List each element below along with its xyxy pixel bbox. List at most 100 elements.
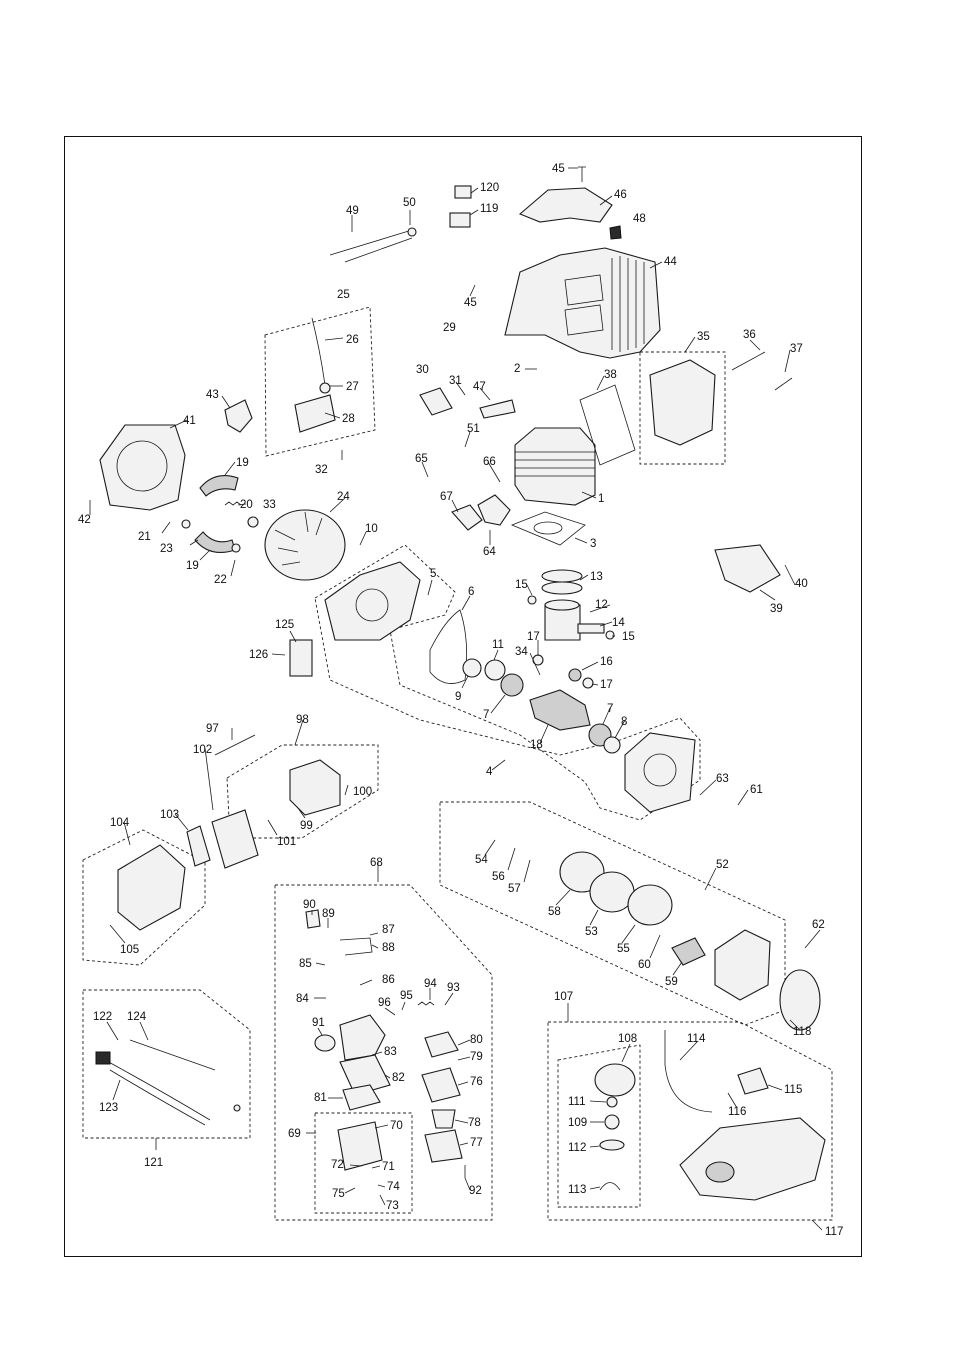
callout-40: 40 xyxy=(795,578,808,590)
callout-53: 53 xyxy=(585,926,598,938)
callout-82: 82 xyxy=(392,1072,405,1084)
callout-114: 114 xyxy=(687,1033,706,1045)
callout-22: 22 xyxy=(214,574,227,586)
callout-57: 57 xyxy=(508,883,521,895)
cover-77-part xyxy=(424,1129,463,1163)
callout-37: 37 xyxy=(790,343,803,355)
callout-7a: 7 xyxy=(483,709,489,721)
piston-top xyxy=(544,599,580,611)
callout-43: 43 xyxy=(206,389,219,401)
callout-124: 124 xyxy=(127,1011,147,1023)
handle-59-part xyxy=(671,937,706,966)
callout-3: 3 xyxy=(590,538,596,550)
gasket-118-part xyxy=(779,969,821,1031)
gasket-81-part xyxy=(342,1084,381,1111)
retainer-113-part xyxy=(599,1182,621,1191)
callout-89: 89 xyxy=(322,908,335,920)
callout-49: 49 xyxy=(346,205,359,217)
callout-23: 23 xyxy=(160,543,173,555)
callout-67: 67 xyxy=(440,491,453,503)
callout-15b: 15 xyxy=(622,631,635,643)
callout-60: 60 xyxy=(638,959,651,971)
switch-wire-part xyxy=(104,1059,211,1126)
pin-14-part xyxy=(577,623,605,634)
callout-97: 97 xyxy=(206,723,219,735)
part-shapes xyxy=(95,166,826,1201)
carburetor-body-part xyxy=(339,1014,386,1061)
gasket-3-part xyxy=(510,511,586,546)
diaphragm-82-part xyxy=(339,1054,391,1096)
callout-18: 18 xyxy=(530,739,543,751)
callout-33: 33 xyxy=(263,499,276,511)
label-119-part xyxy=(449,212,471,228)
callout-17a: 17 xyxy=(527,631,540,643)
callout-121: 121 xyxy=(144,1157,163,1169)
callout-109: 109 xyxy=(568,1117,587,1129)
muffler-part xyxy=(649,359,716,446)
callout-90: 90 xyxy=(303,899,316,911)
ring-13-bottom-part xyxy=(541,581,583,595)
bolt-97-part xyxy=(214,734,256,756)
air-cover-104-part xyxy=(117,844,186,931)
group-4-outline xyxy=(314,544,701,821)
callout-88: 88 xyxy=(382,942,395,954)
filter-115-part xyxy=(737,1067,769,1095)
callout-107: 107 xyxy=(554,991,573,1003)
fuel-hose-114-part xyxy=(664,1030,713,1113)
callout-96: 96 xyxy=(378,997,391,1009)
callout-116: 116 xyxy=(728,1106,746,1118)
callout-80: 80 xyxy=(470,1034,483,1046)
callout-113: 113 xyxy=(568,1184,586,1196)
callout-123: 123 xyxy=(99,1102,118,1114)
callout-119: 119 xyxy=(480,203,498,215)
group-108-outline xyxy=(557,1044,641,1208)
callout-45a: 45 xyxy=(552,163,565,175)
clutch-shoe-bottom-part xyxy=(194,531,236,553)
seal-91-part xyxy=(314,1034,336,1052)
circlip-15b-part xyxy=(605,630,615,640)
bolt-37-part xyxy=(774,377,793,391)
starter-case-part xyxy=(714,929,771,1001)
callout-105: 105 xyxy=(120,944,139,956)
callout-41: 41 xyxy=(183,415,196,427)
seal-8-part xyxy=(603,736,621,754)
callout-1: 1 xyxy=(598,493,604,505)
callout-7b: 7 xyxy=(607,703,613,715)
callout-115: 115 xyxy=(784,1084,802,1096)
washer-22-part xyxy=(231,543,241,553)
bolt-36-part xyxy=(731,351,766,371)
fuel-line-part xyxy=(311,317,326,386)
group-52-outline xyxy=(439,801,786,1026)
callout-95: 95 xyxy=(400,990,413,1002)
callout-17b: 17 xyxy=(600,679,613,691)
callout-64: 64 xyxy=(483,546,496,558)
ring-13-top-part xyxy=(541,569,583,583)
callout-103: 103 xyxy=(160,809,179,821)
callout-31: 31 xyxy=(449,375,462,387)
callout-39: 39 xyxy=(770,603,783,615)
callout-102: 102 xyxy=(193,744,212,756)
callout-108: 108 xyxy=(618,1033,637,1045)
gasket-6-part xyxy=(429,609,468,684)
callout-68: 68 xyxy=(370,857,383,869)
crankcase-left-bore xyxy=(355,588,389,622)
group-35-outline xyxy=(639,351,726,465)
callout-85: 85 xyxy=(299,958,312,970)
callout-92: 92 xyxy=(469,1185,482,1197)
callout-44: 44 xyxy=(664,256,677,268)
callout-36: 36 xyxy=(743,329,756,341)
callout-83: 83 xyxy=(384,1046,397,1058)
callout-93: 93 xyxy=(447,982,460,994)
callout-32: 32 xyxy=(315,464,328,476)
callout-26: 26 xyxy=(346,334,359,346)
callout-2: 2 xyxy=(514,363,520,375)
callout-91: 91 xyxy=(312,1017,325,1029)
reel-53-part xyxy=(589,871,635,913)
callout-52: 52 xyxy=(716,859,729,871)
callout-63: 63 xyxy=(716,773,729,785)
pump-76-part xyxy=(421,1067,461,1103)
callout-35: 35 xyxy=(697,331,710,343)
callout-14: 14 xyxy=(612,617,625,629)
spring-hose-124-part xyxy=(129,1039,216,1071)
